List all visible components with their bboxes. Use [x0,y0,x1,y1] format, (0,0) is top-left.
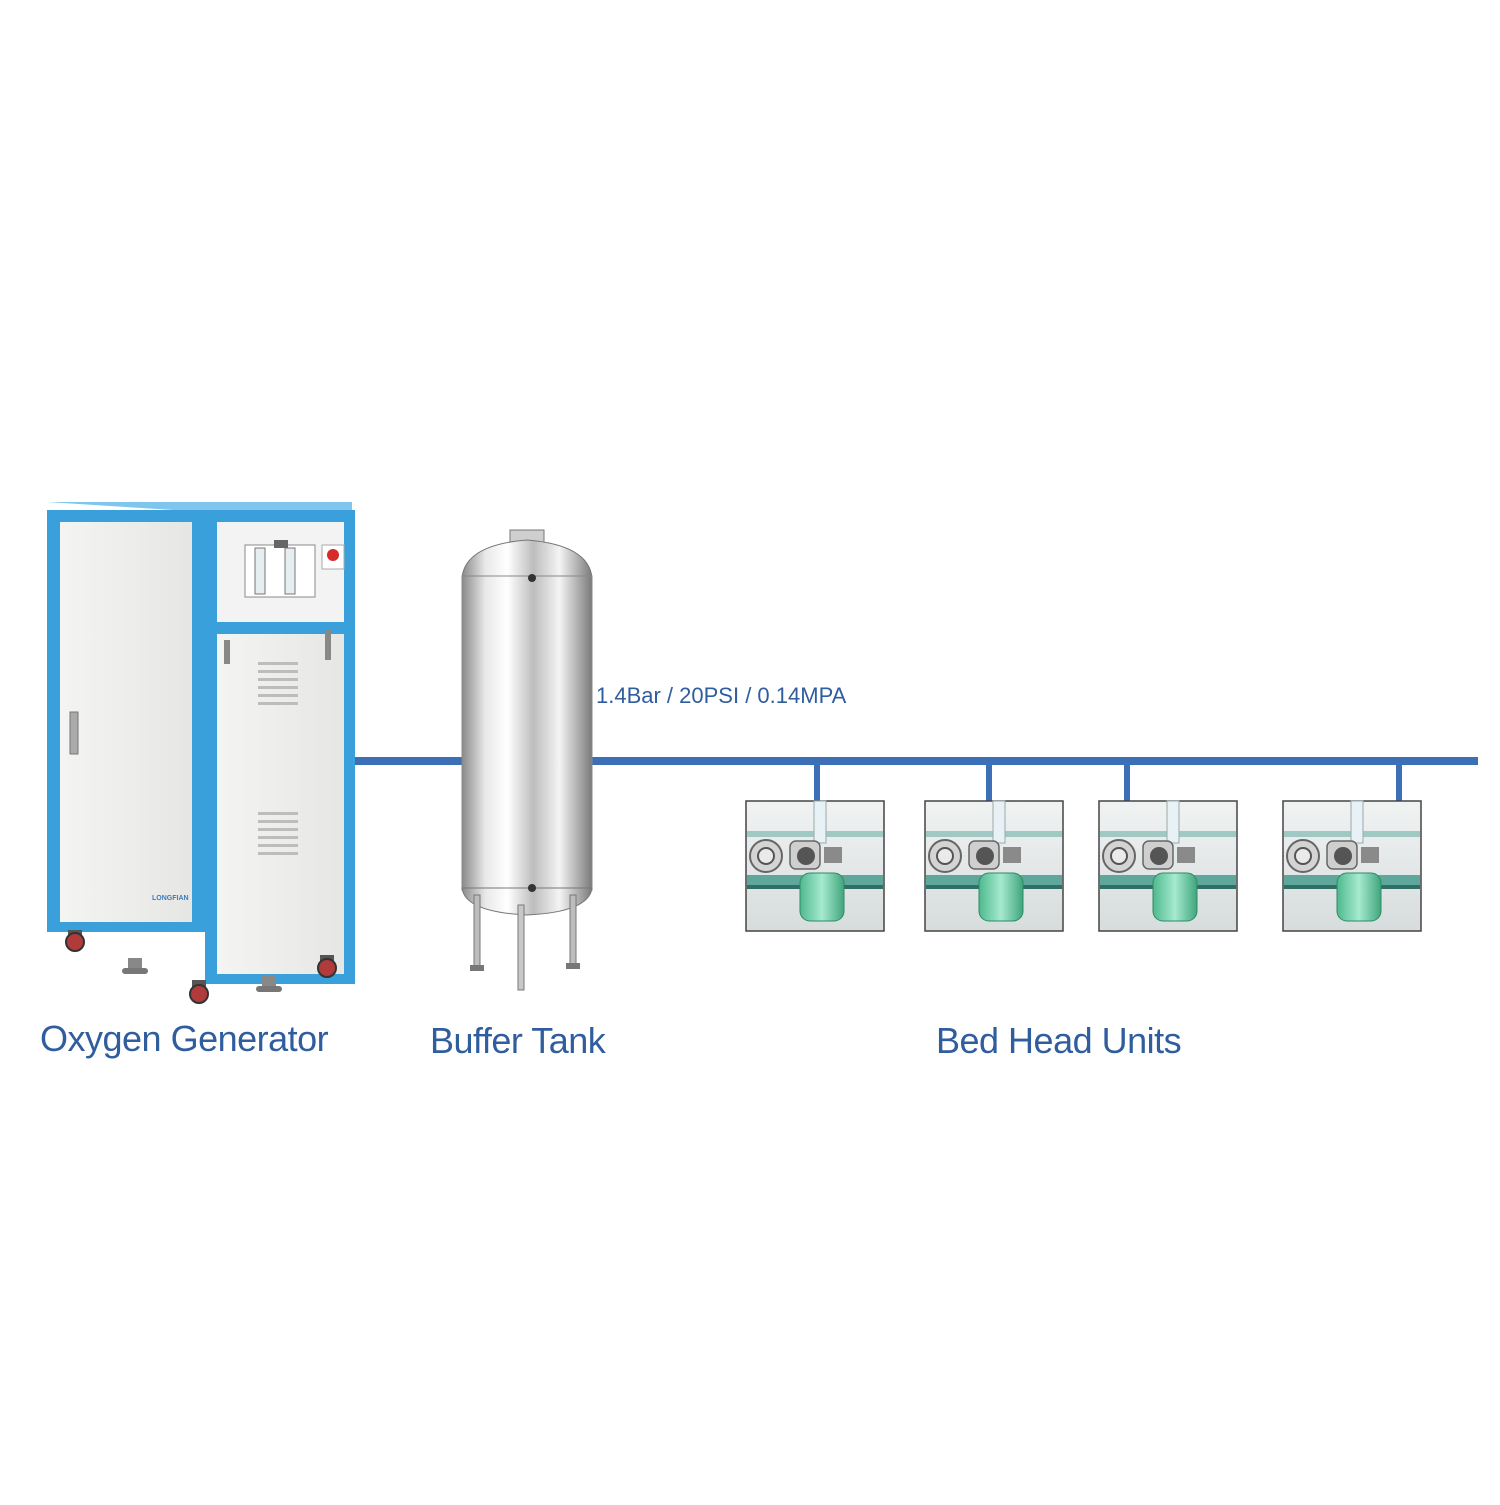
branch-pipe-4 [1396,765,1402,801]
bed-head-unit-3 [1098,800,1238,932]
oxygen-generator-illustration: LONGFIAN [47,502,355,1004]
bed-head-unit-2 [924,800,1064,932]
buffer-tank-illustration [461,529,593,991]
brand-logo: LONGFIAN [152,895,189,902]
bed-head-unit-1 [745,800,885,932]
bed-head-units-label: Bed Head Units [936,1020,1182,1061]
oxygen-generator-label: Oxygen Generator [40,1018,329,1059]
buffer-tank-label: Buffer Tank [430,1020,606,1061]
pressure-label: 1.4Bar / 20PSI / 0.14MPA [596,683,847,708]
bed-head-unit-4 [1282,800,1422,932]
branch-pipe-1 [814,765,820,801]
branch-pipe-2 [986,765,992,801]
main-pipe [352,757,1478,765]
branch-pipe-3 [1124,765,1130,801]
